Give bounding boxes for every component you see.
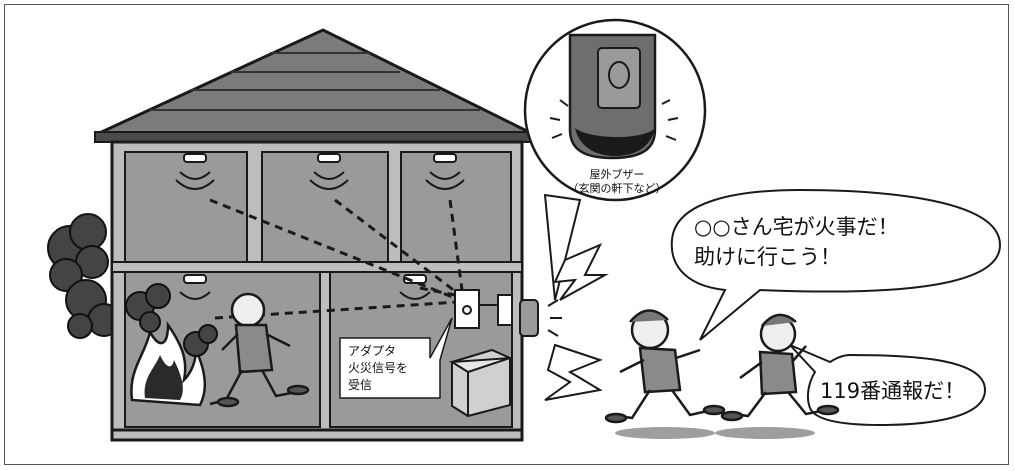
person-fleeing xyxy=(209,292,310,408)
figure-frame xyxy=(4,4,1009,465)
alarm-sound-icon xyxy=(175,171,465,300)
neighbor-speech-bubble xyxy=(670,188,1002,341)
smoke-detector-icon xyxy=(183,153,457,284)
sound-lines xyxy=(547,299,562,337)
neighbor-speech-line2: 助けに行こう！ xyxy=(694,245,841,269)
adapter-caption-box xyxy=(339,317,453,399)
outdoor-buzzer-unit xyxy=(519,299,539,337)
smoke-cloud-left xyxy=(47,213,121,339)
adapter-label-line1: アダプタ xyxy=(348,343,396,358)
adapter-label-line3: 受信 xyxy=(348,378,372,392)
lightning-bolt-icon xyxy=(544,243,609,401)
smoke-cloud-indoor xyxy=(125,283,218,357)
neighbor-speech-line1: ○○さん宅が火事だ！ xyxy=(694,215,899,239)
room-upper-middle xyxy=(261,151,389,263)
call-speech-text: 119番通報だ！ xyxy=(820,379,965,403)
call-speech-bubble xyxy=(789,344,987,427)
buzzer-label-line1: 屋外ブザー xyxy=(590,167,645,181)
buzzer-zoom-callout xyxy=(523,18,707,301)
fire-flame-icon xyxy=(130,321,207,407)
cabinet xyxy=(448,348,511,418)
wireless-signal-lines xyxy=(209,198,464,320)
adapter-label-line2: 火災信号を xyxy=(348,361,408,375)
wall-outlet xyxy=(497,294,513,326)
roof xyxy=(94,28,536,143)
running-neighbor-1 xyxy=(604,309,726,439)
buzzer-label-line2: （玄関の軒下など） xyxy=(568,181,667,195)
running-neighbor-2 xyxy=(715,313,840,439)
adapter-device xyxy=(454,289,500,329)
